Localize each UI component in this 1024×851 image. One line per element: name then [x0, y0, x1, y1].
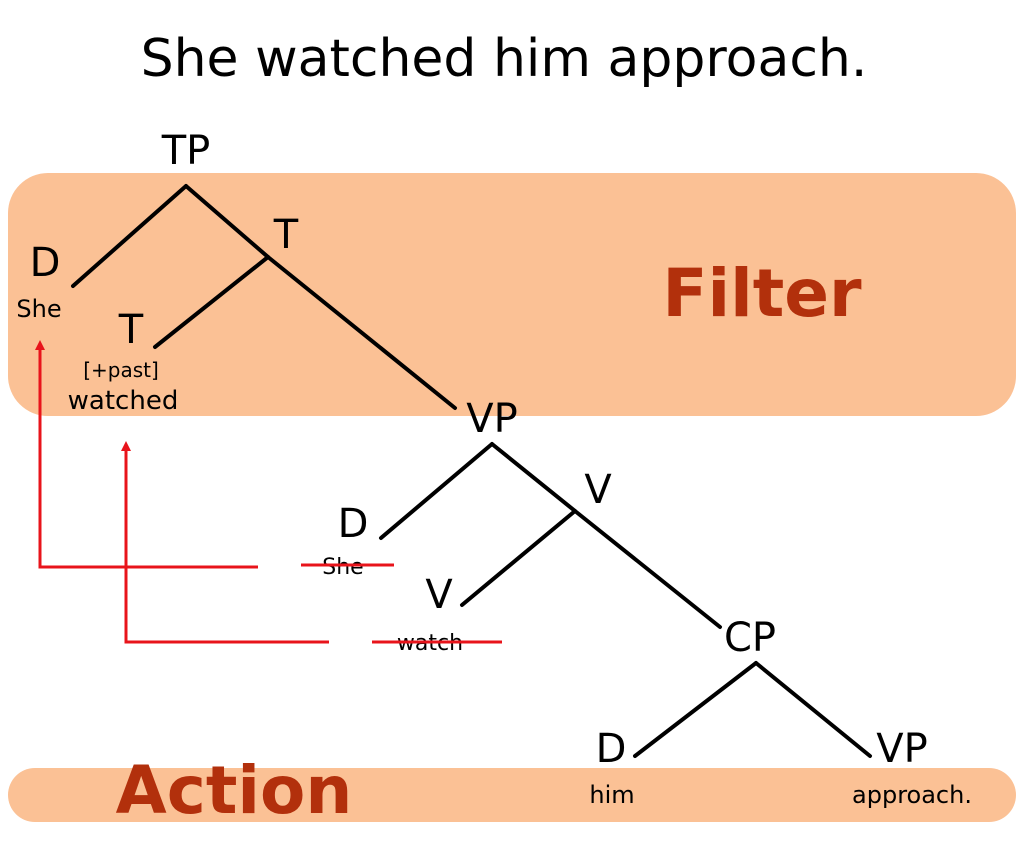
- branch-tbar-vp: [266, 255, 457, 410]
- filter-band: [8, 173, 1016, 416]
- branch-cp-d: [633, 661, 758, 758]
- branch-vbar-vhead: [460, 509, 577, 607]
- action-band: [8, 768, 1016, 822]
- branch-vbar-cp: [573, 509, 722, 629]
- word-him: him: [589, 781, 634, 809]
- feature-past: [+past]: [83, 358, 159, 382]
- word-she-surface: She: [16, 295, 61, 323]
- node-vp-lower: VP: [876, 726, 927, 772]
- node-tp: TP: [161, 128, 211, 174]
- node-d-subject: D: [30, 240, 61, 286]
- word-she-trace: She: [322, 555, 363, 580]
- branch-tbar-thead: [153, 255, 270, 349]
- branch-tp-d: [71, 184, 188, 288]
- action-label: Action: [116, 752, 353, 829]
- word-watched: watched: [68, 386, 179, 416]
- node-v-head: V: [425, 572, 453, 618]
- node-d-object: D: [596, 726, 627, 772]
- node-vp-upper: VP: [466, 396, 517, 442]
- node-v-bar: V: [584, 467, 612, 513]
- node-t-bar: T: [273, 212, 299, 258]
- branch-vp-d: [379, 442, 494, 540]
- branch-vp-vbar: [490, 442, 577, 513]
- branch-cp-vp: [754, 661, 872, 758]
- page-title: She watched him approach.: [141, 29, 868, 89]
- node-d-vp: D: [338, 501, 369, 547]
- movement-arrow-subject: [35, 340, 258, 569]
- branch-tp-tbar: [184, 184, 270, 259]
- node-cp: CP: [724, 615, 776, 661]
- tree-branches: [71, 184, 872, 758]
- filter-label: Filter: [662, 255, 862, 332]
- word-approach: approach.: [852, 781, 972, 809]
- movement-arrow-verb: [121, 441, 329, 644]
- node-t-head: T: [118, 307, 144, 353]
